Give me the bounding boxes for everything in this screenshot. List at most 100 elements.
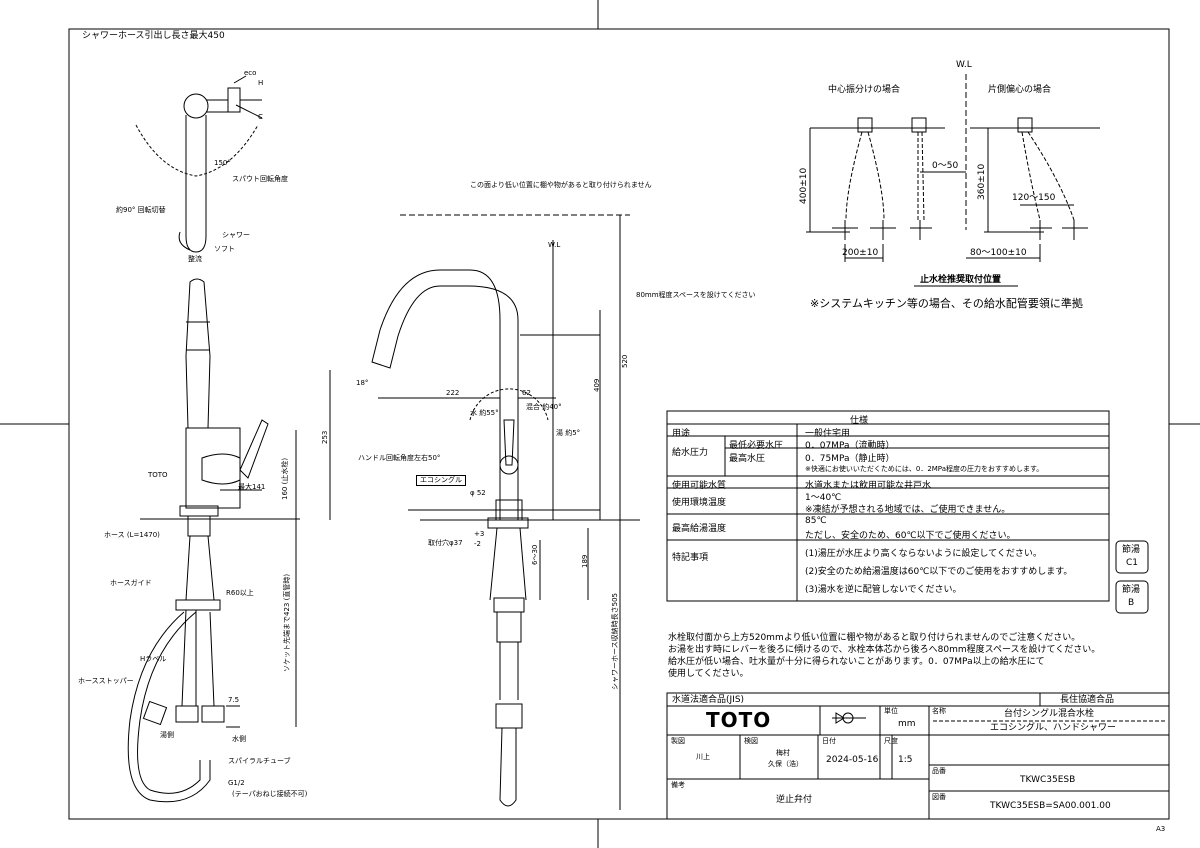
spec-label-water-quality: 使用可能水質 bbox=[672, 481, 727, 491]
rotation-switch-label: 約90° 回転切替 bbox=[116, 206, 166, 214]
dim-socket-423: ソケット先端まで423 (直管時) bbox=[283, 573, 291, 672]
spec-special-2: (2)安全のため給湯温度は60℃以下でのご使用をおすすめします。 bbox=[805, 567, 1073, 577]
spec-special-1: (1)湯圧が水圧より高くならないように設定してください。 bbox=[805, 549, 1042, 559]
ecosingle-label: エコシングル bbox=[416, 475, 466, 486]
product-name-1: 台付シングル混合水栓 bbox=[1004, 709, 1095, 719]
spec-value-env-temp: 1～40℃ bbox=[805, 493, 842, 503]
spec-sub-min-pressure: 最低必要水圧 bbox=[729, 441, 784, 451]
dim-62: 62 bbox=[522, 389, 531, 397]
water-saving-b-badge-bottom: B bbox=[1128, 598, 1135, 608]
dim-360: 360±10 bbox=[977, 163, 987, 200]
r60-label: R60以上 bbox=[226, 589, 254, 597]
unit-label: 単位 bbox=[884, 707, 898, 715]
install-note-1: 水栓取付面から上方520mmより低い位置に棚や物があると取り付けられませんのでご… bbox=[668, 633, 1081, 643]
dim-120-150: 120～150 bbox=[1012, 193, 1056, 203]
handle-rotation-label: ハンドル回転角度左右50° bbox=[358, 454, 441, 462]
dim-222: 222 bbox=[446, 389, 460, 397]
spec-max-hot-note: ただし、安全のため、60℃以下でご使用ください。 bbox=[805, 531, 1016, 541]
date-label: 日付 bbox=[822, 737, 836, 745]
shower-mode-label: シャワー bbox=[222, 231, 250, 239]
toto-logo: TOTO bbox=[706, 708, 772, 732]
hose-guide-label: ホースガイド bbox=[110, 579, 152, 587]
space-80mm-note: 80mm程度スペースを設けてください bbox=[636, 291, 756, 299]
dim-189: 189 bbox=[581, 554, 589, 568]
spec-value-water-quality: 水道水または飲用可能な井戸水 bbox=[805, 481, 932, 491]
spec-freeze-note: ※凍結が予想される地域では、ご使用できません。 bbox=[805, 505, 1011, 515]
mount-hole-label: 取付穴φ37 bbox=[428, 539, 463, 547]
spec-value-max-pressure: 0．75MPa（静止時） bbox=[805, 454, 895, 464]
below-shelf-note: この面より低い位置に棚や物があると取り付けられません bbox=[470, 181, 652, 189]
dim-7-5: 7.5 bbox=[228, 696, 240, 704]
water-saving-b-badge-top: 節湯 bbox=[1122, 585, 1141, 595]
offset-title: 片側偏心の場合 bbox=[988, 85, 1052, 95]
spec-value-min-pressure: 0．07MPa（流動時） bbox=[805, 441, 895, 451]
dim-0-50: 0～50 bbox=[932, 161, 959, 171]
mix-angle-label: 混合 約40° bbox=[526, 403, 562, 411]
drawn-by: 川上 bbox=[696, 753, 710, 761]
valve-wl-label: W.L bbox=[956, 60, 972, 70]
checked-by-1: 梅村 bbox=[776, 749, 790, 757]
spec-label-env-temp: 使用環境温度 bbox=[672, 498, 727, 508]
hot-side-label: 湯側 bbox=[160, 731, 174, 739]
front-view-faucet bbox=[329, 214, 640, 810]
h-label-tag: Hラベル bbox=[140, 655, 167, 663]
scale-value: 1:5 bbox=[898, 755, 913, 765]
spec-sub-max-pressure: 最高水圧 bbox=[729, 454, 766, 464]
angle-150-label: 150° bbox=[214, 159, 231, 167]
spec-title: 仕様 bbox=[850, 416, 869, 426]
dim-505: シャワーホース収納時長さ505 bbox=[611, 592, 619, 690]
spec-label-usage: 用途 bbox=[672, 429, 691, 439]
hose-stopper-label: ホースストッパー bbox=[78, 677, 134, 685]
product-name-2: エコシングル、ハンドシャワー bbox=[990, 723, 1117, 733]
dim-6-30: 6～30 bbox=[531, 544, 539, 565]
dim-409: 409 bbox=[593, 378, 601, 392]
drawing-no: TKWC35ESB=SA00.001.00 bbox=[990, 801, 1111, 811]
hot-angle-label: 湯 約5° bbox=[556, 429, 581, 437]
jis-compliance: 水道法適合品(JIS) bbox=[672, 695, 745, 705]
date-value: 2024-05-16 bbox=[826, 755, 879, 765]
title-block-lines bbox=[666, 692, 1170, 820]
hose-length-label: ホース (L=1470) bbox=[104, 531, 160, 539]
valve-position-title: 止水栓推奨取付位置 bbox=[920, 275, 1002, 285]
checked-by-2: 久保（浩） bbox=[768, 760, 803, 768]
product-no-label: 品番 bbox=[932, 767, 946, 775]
water-saving-c1-badge-bottom: C1 bbox=[1126, 558, 1139, 568]
spout-rotation-label: スパウト回転角度 bbox=[232, 175, 288, 183]
scale-label: 尺度 bbox=[884, 737, 898, 745]
stream-mode-label: 整流 bbox=[188, 255, 202, 263]
spec-value-max-hot: 85℃ bbox=[805, 516, 827, 526]
tolerance-plus: +3 bbox=[474, 530, 485, 538]
dia-52-label: φ 52 bbox=[470, 489, 486, 497]
h-mark-label: H bbox=[258, 79, 264, 87]
dim-80-100: 80～100±10 bbox=[970, 248, 1027, 258]
spec-label-max-hot: 最高給湯温度 bbox=[672, 524, 727, 534]
top-view-spout bbox=[135, 75, 263, 253]
checked-label: 検図 bbox=[744, 737, 758, 745]
front-wl-label: W.L bbox=[548, 241, 561, 249]
unit-value: mm bbox=[898, 719, 916, 729]
eco-label: eco bbox=[244, 69, 257, 77]
toto-body-label: TOTO bbox=[148, 471, 168, 479]
cert-compliance: 長住協適合品 bbox=[1060, 695, 1115, 705]
hose-extension-note: シャワーホース引出し長さ最大450 bbox=[82, 31, 225, 41]
install-note-2: お湯を出す時にレバーを後ろに傾けるので、水栓本体芯から後ろへ80mm程度スペース… bbox=[668, 645, 1101, 655]
spec-label-special: 特記事項 bbox=[672, 553, 709, 563]
remarks-value: 逆止弁付 bbox=[776, 795, 813, 805]
soft-mode-label: ソフト bbox=[214, 245, 235, 253]
spec-special-3: (3)湯水を逆に配管しないでください。 bbox=[805, 585, 962, 595]
dim-160: 160 (止水栓) bbox=[281, 457, 289, 500]
install-note-3: 給水圧が低い場合、吐水量が十分に得られないことがあります。0．07MPa以上の給… bbox=[668, 657, 1045, 667]
max-141-label: 最大141 bbox=[238, 483, 266, 491]
water-angle-label: 水 約55° bbox=[470, 409, 499, 417]
center-split-title: 中心振分けの場合 bbox=[828, 85, 901, 95]
spec-pressure-note: ※快適にお使いいただくためには、0．2MPa程度の圧力をおすすめします。 bbox=[805, 465, 1044, 473]
dim-400: 400±10 bbox=[799, 167, 809, 204]
tolerance-minus: -2 bbox=[474, 540, 481, 548]
spiral-tube-label: スパイラルチューブ bbox=[228, 757, 291, 765]
c-mark-label: C bbox=[258, 113, 263, 121]
remarks-label: 備考 bbox=[671, 781, 685, 789]
name-label: 名称 bbox=[932, 707, 946, 715]
taper-note: (テーパおねじ接続不可) bbox=[232, 790, 308, 798]
install-note-4: 使用してください。 bbox=[668, 669, 749, 679]
